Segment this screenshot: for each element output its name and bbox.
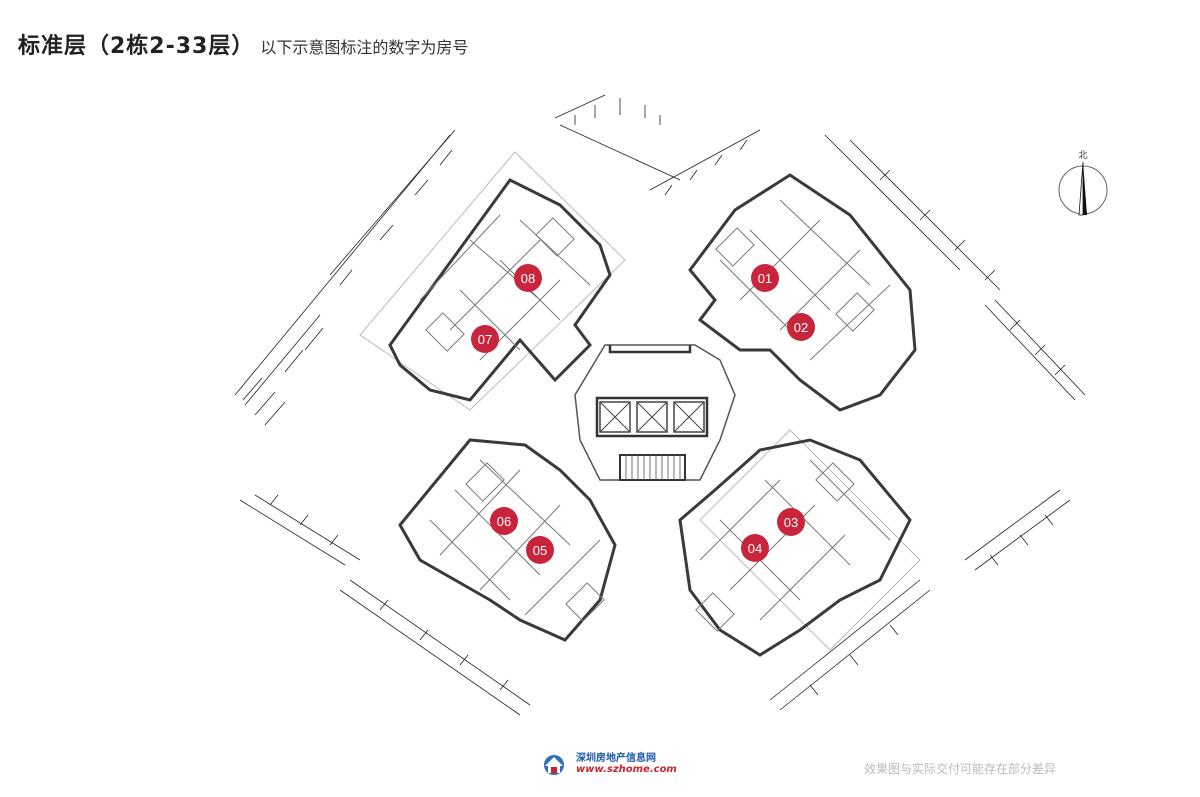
- unit-marker-04: 04: [741, 534, 769, 562]
- unit-label: 01: [758, 271, 772, 286]
- unit-label: 04: [748, 541, 762, 556]
- central-core: [574, 344, 736, 481]
- wing-south-east: [678, 438, 912, 657]
- unit-label: 02: [794, 320, 808, 335]
- page-subtitle: 以下示意图标注的数字为房号: [260, 38, 469, 57]
- unit-label: 06: [497, 514, 511, 529]
- balcony-outlines: [359, 151, 921, 651]
- elevator-icon: [599, 401, 631, 433]
- unit-label: 08: [521, 271, 535, 286]
- stair-icon: [619, 454, 686, 481]
- wing-south-west: [398, 438, 617, 642]
- wing-north-east: [688, 173, 917, 412]
- unit-label: 03: [784, 515, 798, 530]
- wing-north-west: [388, 178, 612, 402]
- unit-marker-03: 03: [777, 508, 805, 536]
- page-title: 标准层（2栋2-33层）: [18, 34, 255, 59]
- unit-marker-08: 08: [514, 264, 542, 292]
- house-logo-icon: [540, 752, 572, 776]
- elevator-icon: [673, 401, 705, 433]
- disclaimer-text: 效果图与实际交付可能存在部分差异: [863, 762, 1056, 776]
- unit-label: 05: [533, 543, 547, 558]
- unit-marker-05: 05: [526, 536, 554, 564]
- elevator-icon: [636, 401, 668, 433]
- unit-marker-01: 01: [751, 264, 779, 292]
- north-compass: 北: [1058, 150, 1108, 216]
- dimension-lines: [234, 94, 1086, 716]
- logo-chinese-name: 深圳房地产信息网: [576, 753, 656, 764]
- header: 标准层（2栋2-33层） 以下示意图标注的数字为房号: [18, 28, 468, 60]
- north-label: 北: [1078, 150, 1087, 161]
- unit-marker-06: 06: [490, 507, 518, 535]
- logo-url: www.szhome.com: [576, 764, 677, 775]
- unit-marker-02: 02: [787, 313, 815, 341]
- unit-label: 07: [478, 332, 492, 347]
- site-logo: 深圳房地产信息网 www.szhome.com: [540, 752, 677, 776]
- unit-marker-07: 07: [471, 325, 499, 353]
